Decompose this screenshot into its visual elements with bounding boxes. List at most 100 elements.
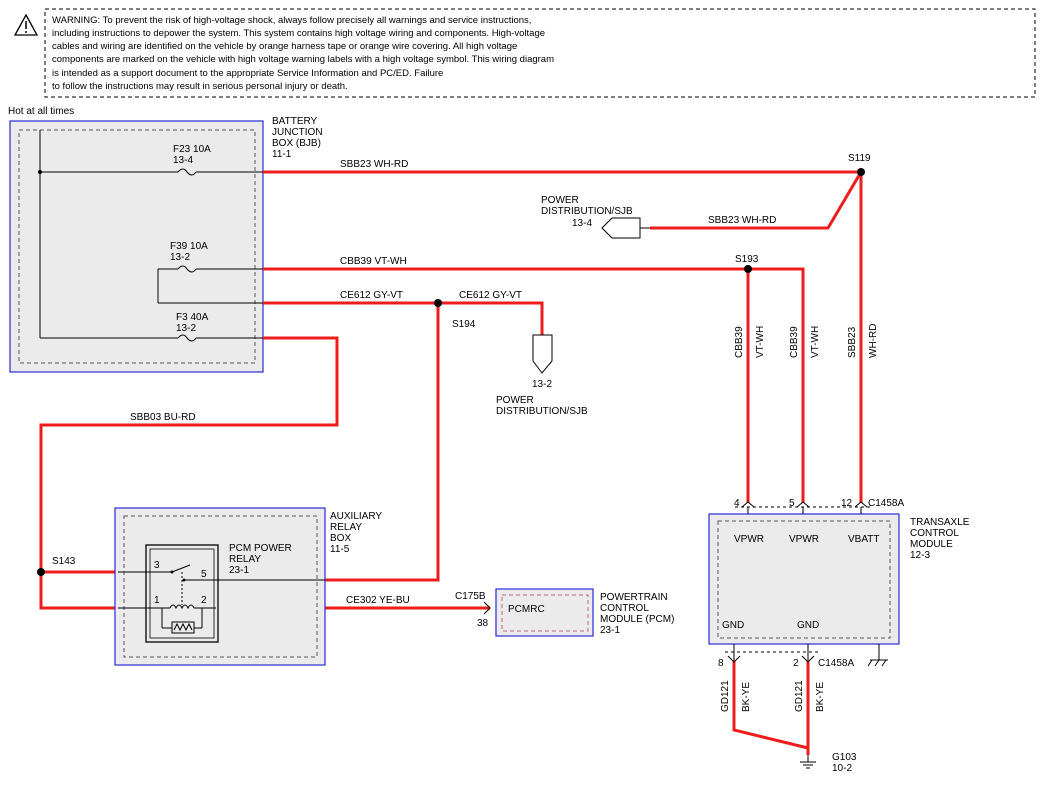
wire-label-ce302: CE302 YE-BU [346, 595, 410, 606]
pcm-terminal-label: PCMRC [508, 604, 545, 615]
tcm-label-1: TRANSAXLE [910, 517, 970, 528]
fuse-icon [177, 334, 197, 342]
wire-label-sbb03: SBB03 BU-RD [130, 412, 196, 423]
ground-name: G103 [832, 752, 857, 763]
tcm-terminal-vpwr-1: VPWR [734, 534, 764, 545]
pd-bottom-ref: 13-2 [532, 379, 552, 390]
splice-s194: S194 [434, 299, 476, 330]
pd-bottom-label-1: POWER [496, 395, 534, 406]
pcm-label-2: CONTROL [600, 603, 649, 614]
fuse-f3-ref: 13-2 [176, 323, 196, 334]
pcm-label-1: POWERTRAIN [600, 592, 668, 603]
vert-label-cbb39-a: CBB39 [734, 326, 745, 358]
vert-label-gd121-b: GD121 [794, 680, 805, 712]
tcm-terminal-gnd-1: GND [722, 620, 744, 631]
warning-line-5: is intended as a support document to the… [52, 68, 443, 79]
ground-icon [800, 761, 816, 769]
warning-box: WARNING: To prevent the risk of high-vol… [13, 8, 1036, 98]
ground-ref: 10-2 [832, 763, 852, 774]
relay-pin-2: 2 [201, 595, 207, 606]
relay-pin-5: 5 [201, 569, 207, 580]
tcm-terminal-gnd-2: GND [797, 620, 819, 631]
tcm-bottom-connector-label: C1458A [818, 658, 854, 669]
splice-s193: S193 [735, 254, 759, 273]
wire-label-sbb23-mid: SBB23 WH-RD [708, 215, 776, 226]
vert-label-sbb23: SBB23 [847, 326, 858, 358]
tcm-pin-4: 4 [734, 498, 740, 509]
warning-line-4: components are marked on the vehicle wit… [52, 54, 554, 65]
fuse-f3-name: F3 40A [176, 312, 209, 323]
fuse-f39-name: F39 10A [170, 241, 208, 252]
fuse-f23-name: F23 10A [173, 144, 211, 155]
vert-label-whrd: WH-RD [868, 324, 879, 358]
resistor-icon [171, 621, 195, 634]
warning-line-6: to follow the instructions may result in… [52, 81, 348, 92]
tcm-pin-12: 12 [841, 498, 853, 509]
fuse-f39-ref: 13-2 [170, 252, 190, 263]
wires [39, 170, 863, 755]
vert-label-vtwh-b: VT-WH [810, 326, 821, 358]
splice-s193-label: S193 [735, 254, 759, 265]
fuse-icon [177, 265, 197, 273]
powertrain-control-module: PCMRC C175B 38 [455, 588, 594, 637]
splice-s194-label: S194 [452, 319, 476, 330]
relay-coil-icon [169, 604, 195, 610]
warning-line-2: including instructions to depower the sy… [52, 28, 545, 39]
pd-bottom-label-2: DISTRIBUTION/SJB [496, 406, 588, 417]
relay-pin-3: 3 [154, 560, 160, 571]
connector-arrow-icon [801, 655, 815, 663]
transaxle-control-module: 4 5 12 C1458A VPWR VPWR VBATT GND GND 8 … [708, 498, 904, 669]
tcm-terminal-vbatt: VBATT [848, 534, 879, 545]
pcm-label-3: MODULE (PCM) [600, 614, 674, 625]
aux-box-label-3: BOX [330, 533, 351, 544]
tcm-label-3: MODULE [910, 539, 953, 550]
vert-label-gd121-a: GD121 [720, 680, 731, 712]
bjb-label-4: 11-1 [272, 149, 292, 160]
splice-s143: S143 [37, 556, 76, 576]
tcm-pin-2: 2 [793, 658, 799, 669]
relay-label-3: 23-1 [229, 565, 249, 576]
vert-label-cbb39-b: CBB39 [789, 326, 800, 358]
aux-box-label-4: 11-5 [330, 544, 350, 555]
connector-arrow-icon [483, 601, 491, 615]
relay-label-1: PCM POWER [229, 543, 292, 554]
relay-label-2: RELAY [229, 554, 261, 565]
aux-box-label-1: AUXILIARY [330, 511, 382, 522]
connector-arrow-icon [727, 655, 741, 663]
bjb-label-3: BOX (BJB) [272, 138, 321, 149]
wire-label-ce612-right: CE612 GY-VT [459, 290, 522, 301]
power-distribution-top-connector: POWER DISTRIBUTION/SJB 13-4 [541, 195, 650, 239]
connector-arrow-icon [741, 501, 755, 508]
warning-icon [13, 13, 39, 36]
pd-top-label-2: DISTRIBUTION/SJB [541, 206, 633, 217]
wire-label-sbb23-top: SBB23 WH-RD [340, 159, 408, 170]
chassis-ground-icon [867, 644, 888, 667]
splice-s143-label: S143 [52, 556, 76, 567]
pcm-pin-label: 38 [477, 618, 489, 629]
vert-label-bkye-b: BK-YE [815, 682, 826, 712]
splice-s119: S119 [848, 153, 871, 176]
battery-junction-box: F23 10A 13-4 F39 10A 13-2 F3 40A 13-2 [9, 120, 264, 373]
warning-line-1: WARNING: To prevent the risk of high-vol… [52, 15, 531, 26]
pcm-label-4: 23-1 [600, 625, 620, 636]
bjb-label-2: JUNCTION [272, 127, 323, 138]
wire-label-cbb39-top: CBB39 VT-WH [340, 256, 407, 267]
wire-label-ce612-left: CE612 GY-VT [340, 290, 403, 301]
relay-pin-1: 1 [154, 595, 160, 606]
tcm-terminal-vpwr-2: VPWR [789, 534, 819, 545]
warning-line-3: cables and wiring are identified on the … [52, 41, 517, 52]
fuse-icon [177, 168, 197, 176]
splice-s119-label: S119 [848, 153, 871, 164]
connector-arrow-icon [854, 501, 868, 508]
power-distribution-bottom-connector: 13-2 POWER DISTRIBUTION/SJB [496, 334, 588, 417]
aux-box-label-2: RELAY [330, 522, 362, 533]
pcm-power-relay [145, 544, 219, 643]
pd-top-label-1: POWER [541, 195, 579, 206]
tcm-top-connector-label: C1458A [868, 498, 904, 509]
tcm-label-2: CONTROL [910, 528, 959, 539]
vert-label-bkye-a: BK-YE [741, 682, 752, 712]
vert-label-vtwh-a: VT-WH [755, 326, 766, 358]
pd-top-ref: 13-4 [572, 218, 592, 229]
